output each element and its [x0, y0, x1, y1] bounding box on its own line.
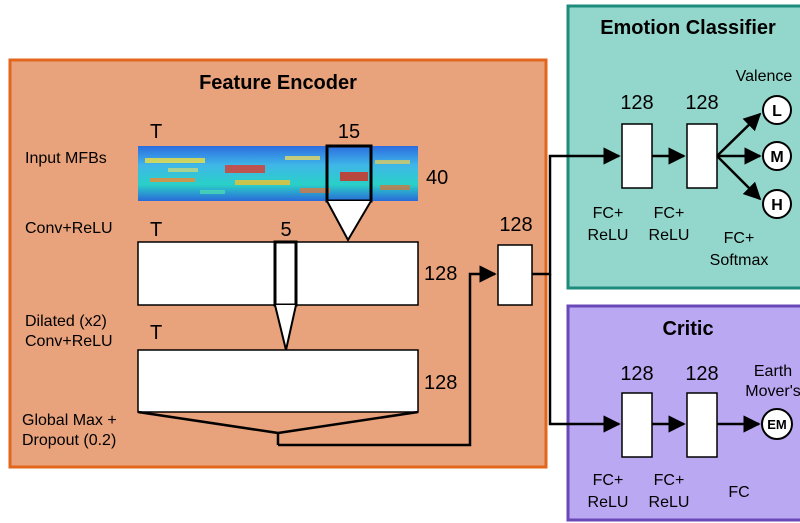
input-window-label: 15	[338, 121, 360, 143]
input-time-label: T	[150, 121, 162, 143]
encoder-output-vector	[497, 244, 533, 306]
encoder-to-classifier-arrow	[532, 147, 621, 276]
feature-encoder-title: Feature Encoder	[199, 72, 357, 94]
critic-fc2-block	[686, 392, 718, 458]
conv-time-label: T	[150, 219, 162, 241]
critic-title: Critic	[662, 318, 713, 340]
conv-dim-label: 128	[424, 263, 457, 285]
input-label: Input MFBs	[25, 150, 107, 167]
dilated-label-1: Dilated (x2)	[25, 313, 107, 330]
classifier-fc1-label-1: FC+	[593, 205, 624, 222]
critic-fc2-label-2: ReLU	[649, 494, 690, 511]
conv-label: Conv+ReLU	[25, 220, 113, 237]
pool-funnel	[137, 410, 419, 445]
valence-output-medium-label: M	[770, 149, 783, 166]
critic-fc1-label-2: ReLU	[588, 494, 629, 511]
classifier-fc2-block	[686, 123, 718, 189]
critic-fc1-dim: 128	[620, 363, 653, 385]
critic-box	[566, 304, 800, 522]
critic-fc2-label-1: FC+	[654, 472, 685, 489]
critic-fc2-dim: 128	[685, 363, 718, 385]
input-spectrogram	[138, 146, 418, 201]
em-title-1: Earth	[754, 363, 792, 380]
valence-output-high	[762, 189, 792, 219]
classifier-fc2-label-2: ReLU	[649, 227, 690, 244]
critic-fc1-label-1: FC+	[593, 472, 624, 489]
conv-window-label: 5	[280, 219, 291, 241]
pool-label-1: Global Max +	[22, 412, 117, 429]
classifier-fc1-label-2: ReLU	[588, 227, 629, 244]
em-output-label: EM	[767, 417, 787, 432]
input-dim-label: 40	[426, 167, 448, 189]
dilated-dim-label: 128	[424, 372, 457, 394]
emotion-classifier-panel: Emotion Classifier 128 128 FC+ ReLU FC+ …	[566, 4, 800, 290]
classifier-out-label-2: Softmax	[710, 252, 769, 269]
valence-title: Valence	[736, 68, 793, 85]
dilated-label-2: Conv+ReLU	[25, 333, 113, 350]
conv-block	[137, 241, 419, 306]
classifier-fc2-dim: 128	[685, 92, 718, 114]
valence-output-low	[762, 95, 792, 125]
critic-panel: Critic 128 128 FC+ ReLU FC+ ReLU FC Eart…	[566, 304, 800, 522]
classifier-to-low-arrow	[716, 112, 762, 157]
em-output	[761, 408, 793, 440]
classifier-fc2-label-1: FC+	[654, 205, 685, 222]
feature-encoder-panel: Feature Encoder Input MFBs T 15 40 Conv+…	[8, 58, 548, 469]
emotion-classifier-box	[566, 4, 800, 290]
critic-out-label: FC	[728, 484, 749, 501]
classifier-to-high-arrow	[716, 155, 762, 201]
pool-label-2: Dropout (0.2)	[22, 432, 116, 449]
emotion-classifier-title: Emotion Classifier	[600, 17, 776, 39]
encoder-output-dim-label: 128	[499, 214, 532, 236]
critic-fc1-block	[621, 392, 653, 458]
em-title-2: Mover's	[745, 383, 800, 400]
encoder-to-output-arrow	[278, 265, 497, 447]
input-funnel	[326, 200, 372, 243]
valence-output-medium	[762, 141, 792, 171]
dilated-time-label: T	[150, 322, 162, 344]
classifier-out-label-1: FC+	[724, 230, 755, 247]
dilated-block	[137, 349, 419, 413]
encoder-to-critic-arrow	[548, 274, 621, 433]
valence-output-low-label: L	[772, 103, 782, 120]
classifier-fc1-block	[621, 123, 653, 189]
classifier-fc1-dim: 128	[620, 92, 653, 114]
valence-output-high-label: H	[771, 197, 783, 214]
